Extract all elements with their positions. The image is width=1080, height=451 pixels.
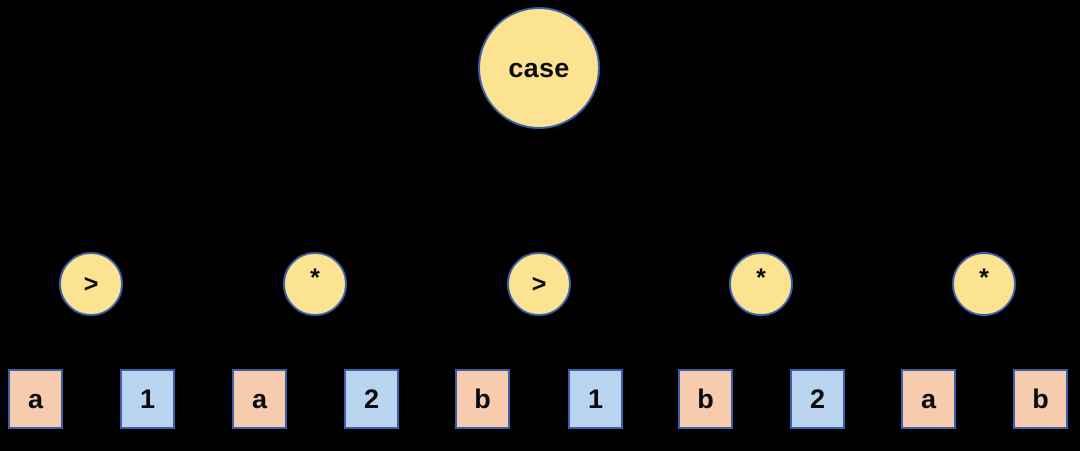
edge-root-op3 — [538, 128, 762, 253]
leaf-node-9[interactable]: b — [1013, 369, 1068, 429]
leaf-node-3[interactable]: 2 — [344, 369, 399, 429]
leaf-node-1[interactable]: 1 — [120, 369, 175, 429]
edge-op1-leaf3 — [314, 315, 372, 370]
operator-node-4[interactable]: * — [952, 252, 1016, 316]
edge-op3-leaf6 — [704, 315, 762, 370]
leaf-node-8[interactable]: a — [901, 369, 956, 429]
edge-op0-leaf0 — [34, 315, 92, 370]
operator-node-0[interactable]: > — [59, 252, 123, 316]
edge-op4-leaf9 — [983, 315, 1041, 370]
edge-root-op4 — [538, 128, 985, 253]
operator-node-1[interactable]: * — [283, 252, 347, 316]
edge-op2-leaf5 — [538, 315, 596, 370]
edge-op2-leaf4 — [481, 315, 540, 370]
edge-root-op1 — [314, 128, 540, 253]
leaf-node-4[interactable]: b — [455, 369, 510, 429]
leaf-node-7[interactable]: 2 — [790, 369, 845, 429]
leaf-node-0[interactable]: a — [8, 369, 63, 429]
operator-node-3[interactable]: * — [729, 252, 793, 316]
root-node-case[interactable]: case — [478, 7, 600, 129]
edge-op3-leaf7 — [760, 315, 818, 370]
edge-op4-leaf8 — [927, 315, 985, 370]
leaf-node-6[interactable]: b — [678, 369, 733, 429]
leaf-node-2[interactable]: a — [232, 369, 287, 429]
operator-node-2[interactable]: > — [507, 252, 571, 316]
edge-root-op0 — [90, 128, 540, 253]
edge-op1-leaf2 — [258, 315, 316, 370]
leaf-node-5[interactable]: 1 — [568, 369, 623, 429]
edge-op0-leaf1 — [90, 315, 148, 370]
